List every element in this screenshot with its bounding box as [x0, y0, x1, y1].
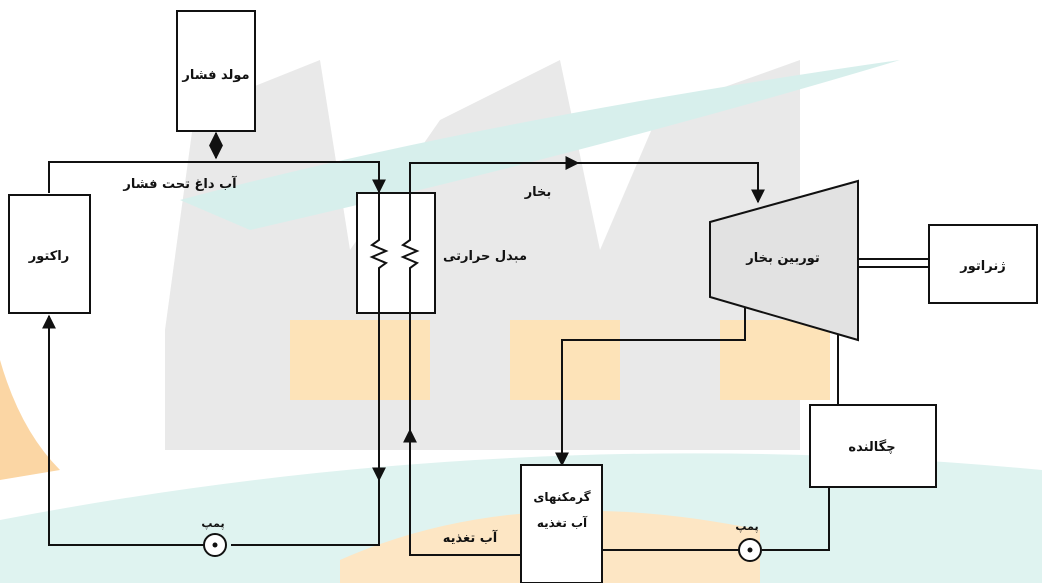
feedwater-return-line	[403, 428, 521, 556]
feedwater-heater-box	[520, 464, 603, 583]
pump-left-icon	[203, 533, 227, 557]
pump-right-icon	[738, 538, 762, 562]
pump-right-label: پمپ	[735, 520, 758, 533]
primary-return	[231, 478, 380, 546]
steam-turbine-shape	[709, 179, 859, 342]
pressurizer-box	[176, 10, 256, 132]
heat-exchanger-label: مبدل حرارتی	[443, 249, 527, 264]
heat-exchanger-box	[356, 192, 436, 314]
generator-label: ژنراتور	[959, 259, 1005, 274]
reactor-label: راکتور	[28, 249, 69, 264]
pressurized-water-label: آب داغ تحت فشار	[122, 175, 237, 192]
condensate-line	[762, 487, 830, 551]
condenser-box	[809, 404, 937, 488]
feedwater-label: آب تغذیه	[443, 529, 498, 546]
feedwater-heater-label-2: آب تغذیه	[537, 515, 588, 530]
condenser-label: چگالنده	[848, 439, 895, 455]
feedwater-heater-label-1: گرمکنهای	[533, 490, 590, 504]
generator-box	[928, 224, 1038, 304]
extraction-line	[555, 308, 746, 467]
reactor-return-line	[42, 314, 204, 546]
pressurizer-label: مولد فشار	[181, 68, 249, 83]
steam-line	[409, 162, 765, 204]
pump-left-label: پمپ	[201, 517, 224, 530]
primary-coil-icon	[369, 193, 389, 313]
steam-label: بخار	[524, 185, 552, 200]
secondary-coil-icon	[400, 193, 420, 313]
reactor-box	[8, 194, 91, 314]
steam-turbine-label: توربین بخار	[745, 251, 820, 266]
primary-hot-leg	[48, 161, 386, 194]
